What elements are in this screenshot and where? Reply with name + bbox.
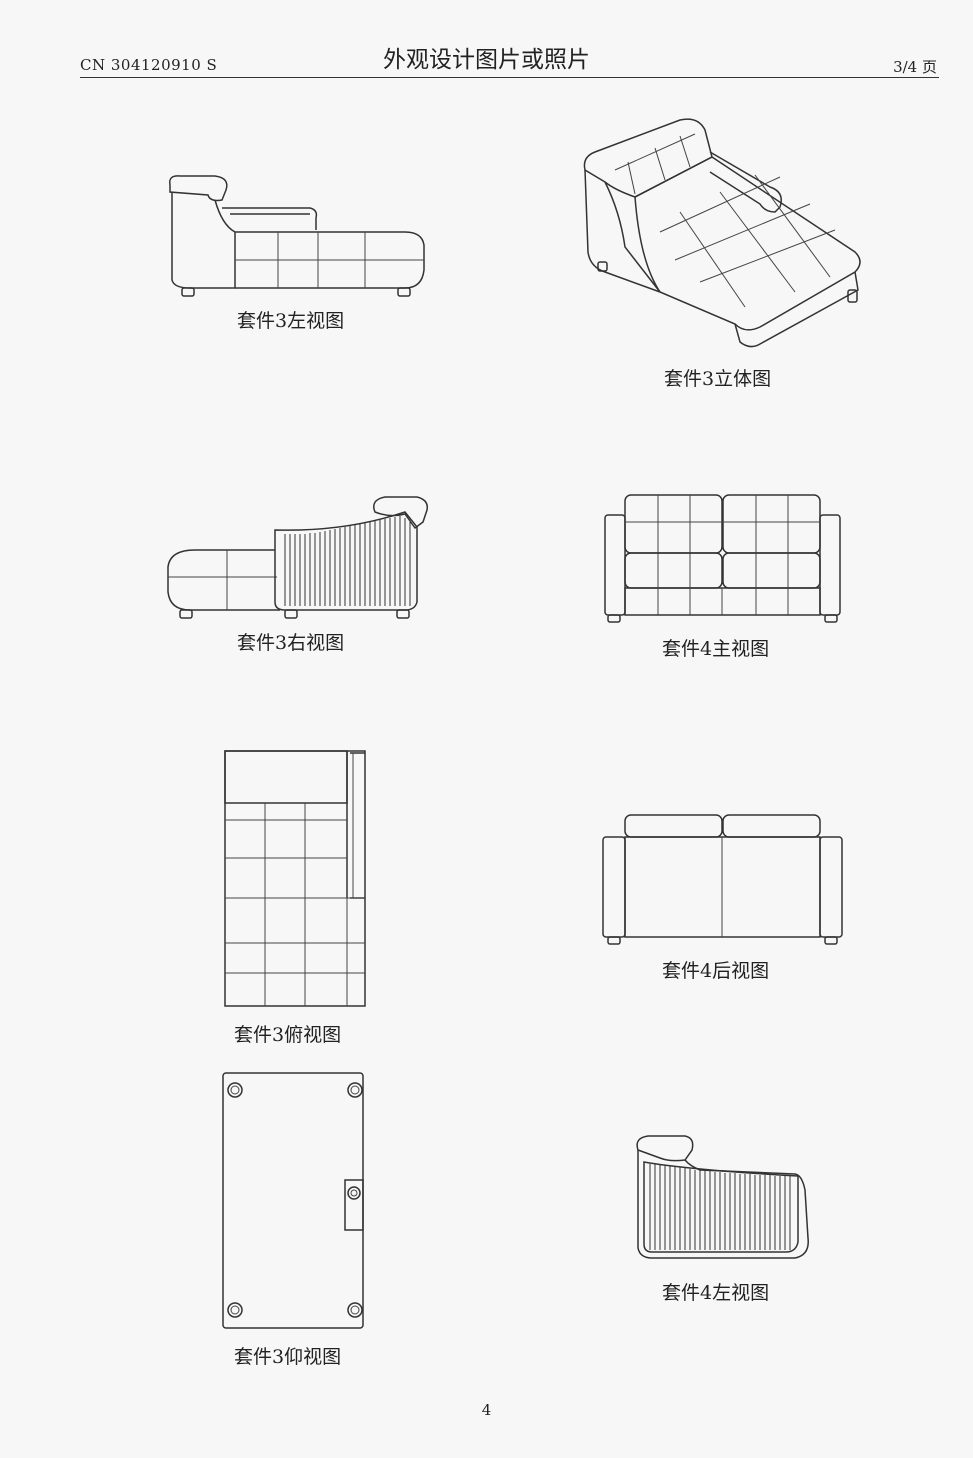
figure-kit4-back-view [600, 810, 845, 948]
figure-kit3-right-view [165, 492, 440, 622]
caption-kit4-front-view: 套件4主视图 [662, 638, 770, 660]
caption-kit3-perspective-view: 套件3立体图 [664, 368, 772, 390]
caption-kit4-back-view: 套件4后视图 [662, 960, 770, 982]
caption-kit3-top-view: 套件3俯视图 [234, 1024, 342, 1046]
figure-kit3-left-view [160, 170, 435, 300]
page-indicator: 3/4 页 [893, 58, 937, 76]
caption-kit3-left-view: 套件3左视图 [237, 310, 345, 332]
header-divider [80, 77, 939, 78]
figure-kit4-left-view [630, 1130, 815, 1265]
figure-kit3-top-view [220, 748, 370, 1010]
caption-kit3-bottom-view: 套件3仰视图 [234, 1346, 342, 1368]
caption-kit4-left-view: 套件4左视图 [662, 1282, 770, 1304]
page-title: 外观设计图片或照片 [383, 47, 590, 73]
figure-kit4-front-view [600, 490, 845, 625]
caption-kit3-right-view: 套件3右视图 [237, 632, 345, 654]
figure-kit3-perspective-view [580, 112, 870, 357]
figure-kit3-bottom-view [220, 1070, 370, 1332]
page-number: 4 [481, 1401, 492, 1419]
patent-number: CN 304120910 S [80, 56, 218, 74]
